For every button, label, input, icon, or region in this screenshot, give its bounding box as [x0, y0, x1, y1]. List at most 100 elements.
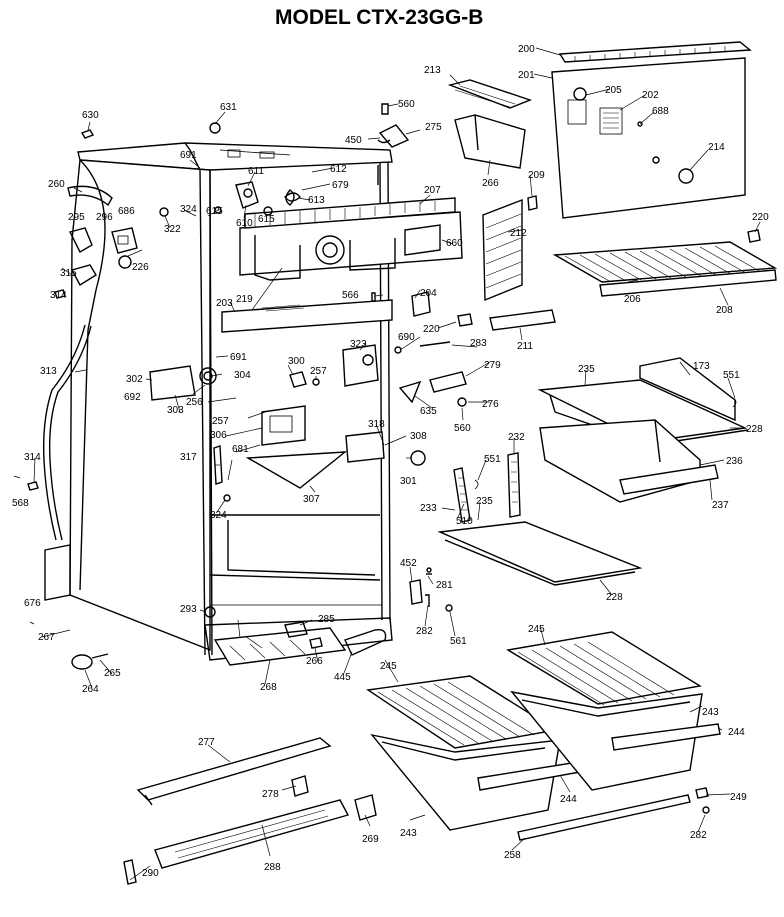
label-301: 301	[400, 476, 417, 487]
label-236: 236	[726, 456, 743, 467]
label-290: 290	[142, 868, 159, 879]
label-307: 307	[303, 494, 320, 505]
label-317: 317	[180, 452, 197, 463]
refrigerator-cabinet	[44, 142, 393, 661]
label-276: 276	[482, 399, 499, 410]
label-615-left: 615	[206, 206, 223, 217]
label-300: 300	[288, 356, 305, 367]
label-244-right: 244	[728, 727, 745, 738]
label-292: 282	[690, 830, 707, 841]
control-section	[149, 291, 473, 618]
diagram-title: MODEL CTX-23GG-B	[275, 6, 483, 29]
evaporator-cover	[239, 197, 463, 281]
label-293: 293	[180, 604, 197, 615]
label-676: 676	[24, 598, 41, 609]
label-681: 681	[232, 444, 249, 455]
label-680: 660	[446, 238, 463, 249]
label-691-top: 691	[180, 150, 197, 161]
label-610: 610	[236, 218, 253, 229]
label-258: 258	[504, 850, 521, 861]
label-206: 206	[624, 294, 641, 305]
label-688: 688	[652, 106, 669, 117]
label-315: 315	[60, 268, 77, 279]
label-243-left: 243	[400, 828, 417, 839]
label-324-bottom: 324	[210, 510, 227, 521]
label-324-top: 324	[180, 204, 197, 215]
label-690: 690	[398, 332, 415, 343]
label-304: 304	[234, 370, 251, 381]
label-615-right: 615	[258, 214, 275, 225]
label-613: 613	[308, 195, 325, 206]
label-277: 277	[198, 737, 215, 748]
leader-lines	[33, 47, 761, 881]
label-452: 452	[400, 558, 417, 569]
label-282-mid: 282	[416, 626, 433, 637]
label-279: 279	[484, 360, 501, 371]
label-233: 233	[420, 503, 437, 514]
label-269: 269	[362, 834, 379, 845]
crisper-pans	[366, 631, 721, 841]
label-561: 561	[450, 636, 467, 647]
label-278: 278	[262, 789, 279, 800]
label-560-top: 560	[398, 99, 415, 110]
label-635: 635	[420, 406, 437, 417]
label-266-bottom: 266	[306, 656, 323, 667]
label-213: 213	[424, 65, 441, 76]
label-265: 265	[104, 668, 121, 679]
label-266-top: 266	[482, 178, 499, 189]
label-281: 281	[436, 580, 453, 591]
label-173: 173	[693, 361, 710, 372]
machine-compartment	[213, 621, 387, 666]
label-285: 285	[318, 614, 335, 625]
label-207: 207	[424, 185, 441, 196]
label-611: 611	[248, 166, 264, 177]
label-679: 679	[332, 180, 349, 191]
left-parts	[13, 122, 301, 670]
label-205: 205	[605, 85, 622, 96]
label-211: 211	[517, 341, 533, 352]
label-314-lower: 314	[24, 452, 41, 463]
label-288: 288	[264, 862, 281, 873]
label-220-mid: 220	[423, 324, 440, 335]
label-566: 566	[342, 290, 359, 301]
upper-parts	[377, 41, 778, 612]
label-264: 264	[82, 684, 99, 695]
label-257-left: 257	[212, 416, 229, 427]
label-232: 232	[508, 432, 525, 443]
label-209: 209	[528, 170, 545, 181]
label-214: 214	[708, 142, 725, 153]
label-249: 249	[730, 792, 747, 803]
label-201: 201	[518, 70, 535, 81]
label-204: 204	[420, 288, 437, 299]
label-283: 283	[470, 338, 487, 349]
label-208: 208	[716, 305, 733, 316]
label-235-mid: 235	[476, 496, 493, 507]
label-243-right: 243	[702, 707, 719, 718]
label-560-mid: 560	[454, 423, 471, 434]
label-296: 296	[96, 212, 113, 223]
label-256: 256	[186, 397, 203, 408]
label-226: 226	[132, 262, 149, 273]
label-268: 268	[260, 682, 277, 693]
label-450: 450	[345, 135, 362, 146]
label-323: 323	[350, 339, 367, 350]
label-202: 202	[642, 90, 659, 101]
label-200: 200	[518, 44, 535, 55]
label-267: 267	[38, 632, 55, 643]
label-237: 237	[712, 500, 729, 511]
label-692: 692	[124, 392, 141, 403]
label-510: 510	[456, 516, 473, 527]
label-275: 275	[425, 122, 442, 133]
label-313: 313	[40, 366, 57, 377]
label-691-mid: 691	[230, 352, 247, 363]
label-203: 203	[216, 298, 233, 309]
label-308: 308	[410, 431, 427, 442]
label-551-mid: 551	[484, 454, 501, 465]
label-630: 630	[82, 110, 99, 121]
label-228-bottom: 228	[606, 592, 623, 603]
bottom-rails	[123, 737, 377, 885]
label-303: 303	[167, 405, 184, 416]
label-306: 306	[210, 430, 227, 441]
label-568: 568	[12, 498, 29, 509]
